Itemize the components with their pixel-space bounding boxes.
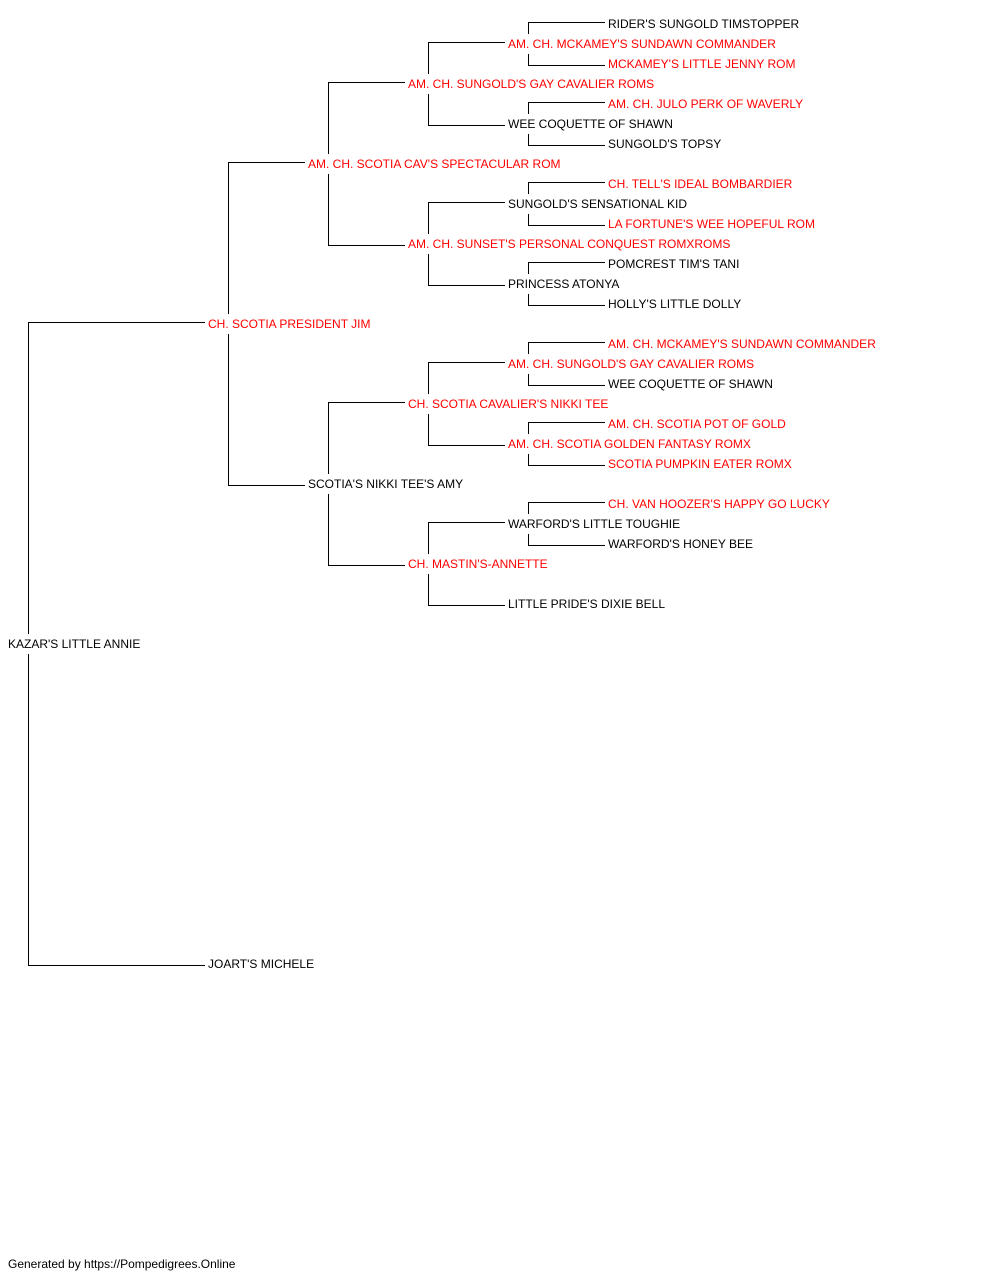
pedigree-gen6-1: RIDER'S SUNGOLD TIMSTOPPER xyxy=(608,17,800,31)
connector-g4-4-sire xyxy=(528,262,605,274)
generated-by-footer: Generated by https://Pompedigrees.Online xyxy=(8,1257,236,1271)
connector-g4-2-sire xyxy=(528,102,605,114)
connector-g4-5-dam xyxy=(528,374,605,386)
connector-g3-2-dam xyxy=(428,254,505,286)
pedigree-sire-dam: SCOTIA'S NIKKI TEE'S AMY xyxy=(308,477,464,491)
connector-sd-sire xyxy=(328,402,405,474)
pedigree-gen5-6: AM. CH. SCOTIA GOLDEN FANTASY ROMX xyxy=(508,437,751,451)
pedigree-gen5-1: AM. CH. MCKAMEY'S SUNDAWN COMMANDER xyxy=(508,37,776,51)
pedigree-gen6-8: HOLLY'S LITTLE DOLLY xyxy=(608,297,742,311)
connector-sd-dam xyxy=(328,494,405,566)
connector-g4-4-dam xyxy=(528,294,605,306)
pedigree-dam: JOART'S MICHELE xyxy=(208,957,315,971)
pedigree-gen5-4: PRINCESS ATONYA xyxy=(508,277,620,291)
connector-g3-4-dam xyxy=(428,574,505,606)
pedigree-gen6-6: LA FORTUNE'S WEE HOPEFUL ROM xyxy=(608,217,815,231)
pedigree-sire: CH. SCOTIA PRESIDENT JIM xyxy=(208,317,371,331)
pedigree-gen6-4: SUNGOLD'S TOPSY xyxy=(608,137,722,151)
connector-g4-1-dam xyxy=(528,54,605,66)
pedigree-gen6-10: WEE COQUETTE OF SHAWN xyxy=(608,377,773,391)
pedigree-gen5-8: LITTLE PRIDE'S DIXIE BELL xyxy=(508,597,666,611)
pedigree-gen6-13: CH. VAN HOOZER'S HAPPY GO LUCKY xyxy=(608,497,830,511)
connector-g3-2-sire xyxy=(428,202,505,234)
connector-g4-6-sire xyxy=(528,422,605,434)
pedigree-ggp-1: AM. CH. SUNGOLD'S GAY CAVALIER ROMS xyxy=(408,77,655,91)
pedigree-gen6-5: CH. TELL'S IDEAL BOMBARDIER xyxy=(608,177,793,191)
connector-g4-7-dam xyxy=(528,534,605,546)
connector-ss-dam xyxy=(328,174,405,246)
connector-g3-3-dam xyxy=(428,414,505,446)
pedigree-ggp-2: AM. CH. SUNSET'S PERSONAL CONQUEST ROMXR… xyxy=(408,237,731,251)
connector-sire-dam xyxy=(228,334,305,486)
connector-subject-sire xyxy=(28,322,205,634)
pedigree-gen6-3: AM. CH. JULO PERK OF WAVERLY xyxy=(608,97,804,111)
connector-g3-1-sire xyxy=(428,42,505,74)
connector-sire-sire xyxy=(228,162,305,314)
pedigree-ggp-3: CH. SCOTIA CAVALIER'S NIKKI TEE xyxy=(408,397,609,411)
pedigree-gen6-9: AM. CH. MCKAMEY'S SUNDAWN COMMANDER xyxy=(608,337,876,351)
pedigree-ggp-4: CH. MASTIN'S-ANNETTE xyxy=(408,557,548,571)
connector-g4-6-dam xyxy=(528,454,605,466)
pedigree-gen5-2: WEE COQUETTE OF SHAWN xyxy=(508,117,673,131)
pedigree-gen5-5: AM. CH. SUNGOLD'S GAY CAVALIER ROMS xyxy=(508,357,755,371)
pedigree-gen6-12: SCOTIA PUMPKIN EATER ROMX xyxy=(608,457,792,471)
connector-subject-dam xyxy=(28,654,205,966)
connector-g3-3-sire xyxy=(428,362,505,394)
pedigree-gen6-2: MCKAMEY'S LITTLE JENNY ROM xyxy=(608,57,796,71)
connector-g4-5-sire xyxy=(528,342,605,354)
pedigree-gen5-3: SUNGOLD'S SENSATIONAL KID xyxy=(508,197,687,211)
connector-g4-3-sire xyxy=(528,182,605,194)
connector-g4-3-dam xyxy=(528,214,605,226)
connector-g4-1-sire xyxy=(528,22,605,34)
pedigree-gen6-14: WARFORD'S HONEY BEE xyxy=(608,537,753,551)
pedigree-subject: KAZAR'S LITTLE ANNIE xyxy=(8,637,141,651)
connector-ss-sire xyxy=(328,82,405,154)
pedigree-gen6-7: POMCREST TIM'S TANI xyxy=(608,257,740,271)
connector-g4-7-sire xyxy=(528,502,605,514)
connector-g3-1-dam xyxy=(428,94,505,126)
pedigree-sire-sire: AM. CH. SCOTIA CAV'S SPECTACULAR ROM xyxy=(308,157,561,171)
connector-g4-2-dam xyxy=(528,134,605,146)
connector-g3-4-sire xyxy=(428,522,505,554)
pedigree-gen6-11: AM. CH. SCOTIA POT OF GOLD xyxy=(608,417,786,431)
pedigree-gen5-7: WARFORD'S LITTLE TOUGHIE xyxy=(508,517,681,531)
